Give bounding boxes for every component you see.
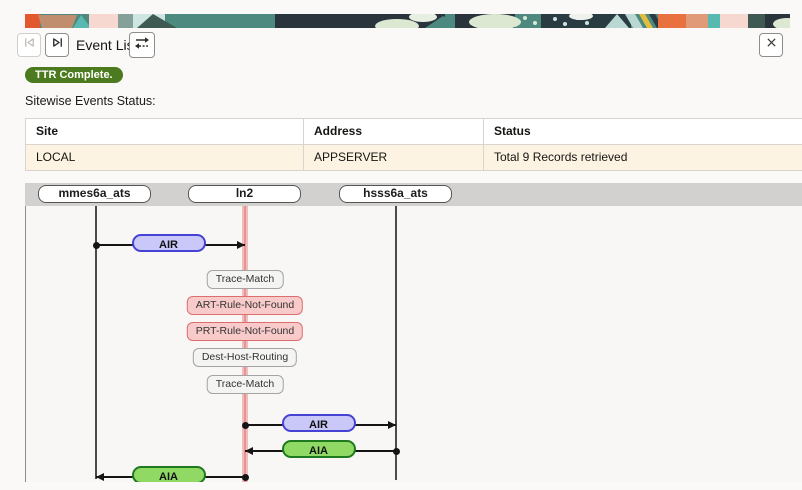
arrowhead-left-icon	[245, 446, 253, 455]
message-origin-dot	[241, 473, 249, 481]
cell-site: LOCAL	[26, 145, 304, 170]
lifeline-ln2-highlighted	[242, 206, 248, 482]
cell-address: APPSERVER	[304, 145, 484, 170]
column-header-site: Site	[26, 119, 304, 144]
skip-to-end-button[interactable]	[45, 33, 69, 57]
section-label: Sitewise Events Status:	[25, 94, 156, 108]
decorative-banner	[25, 14, 790, 28]
arrowhead-right-icon	[388, 420, 396, 429]
skip-to-start-icon	[22, 35, 37, 55]
message-pill-aia[interactable]: AIA	[131, 466, 206, 482]
message-origin-dot	[92, 241, 100, 249]
event-dest-host-routing[interactable]: Dest-Host-Routing	[192, 348, 298, 367]
swap-direction-button[interactable]	[129, 32, 155, 58]
column-header-status: Status	[494, 124, 531, 138]
status-badge: TTR Complete.	[25, 67, 123, 83]
message-origin-dot	[392, 447, 400, 455]
message-pill-air[interactable]: AIR	[131, 234, 206, 252]
message-origin-dot	[241, 421, 249, 429]
node-ln2[interactable]: ln2	[188, 185, 301, 203]
skip-to-end-icon	[50, 35, 65, 55]
message-pill-air[interactable]: AIR	[281, 414, 356, 432]
sequence-diagram: AIR Trace-Match ART-Rule-Not-Found PRT-R…	[25, 206, 802, 482]
column-header-address: Address	[304, 119, 484, 144]
arrowhead-right-icon	[237, 240, 245, 249]
diagram-node-bar: mmes6a_ats ln2 hsss6a_ats	[25, 183, 802, 206]
page-title: Event List	[76, 37, 138, 53]
swap-arrows-icon	[134, 35, 150, 56]
node-hsss6a-ats[interactable]: hsss6a_ats	[339, 185, 452, 203]
table-header-row: Site Address Status	[26, 119, 802, 144]
cell-status: Total 9 Records retrieved	[494, 150, 628, 164]
event-trace-match-2[interactable]: Trace-Match	[206, 375, 284, 394]
event-art-rule-not-found[interactable]: ART-Rule-Not-Found	[186, 296, 304, 315]
node-mmes6a-ats[interactable]: mmes6a_ats	[38, 185, 151, 203]
arrowhead-left-icon	[96, 472, 104, 481]
lifeline-hsss6a-ats	[395, 206, 397, 480]
close-icon	[765, 36, 778, 54]
table-row: LOCAL APPSERVER Total 9 Records retrieve…	[26, 144, 802, 170]
lifeline-mmes6a-ats	[95, 206, 97, 479]
message-pill-aia[interactable]: AIA	[281, 440, 356, 458]
skip-to-start-button[interactable]	[17, 33, 41, 57]
event-prt-rule-not-found[interactable]: PRT-Rule-Not-Found	[186, 322, 304, 341]
sitewise-events-table: Site Address Status LOCAL APPSERVER Tota…	[25, 118, 802, 171]
event-trace-match-1[interactable]: Trace-Match	[206, 270, 284, 289]
close-button[interactable]	[759, 33, 783, 57]
